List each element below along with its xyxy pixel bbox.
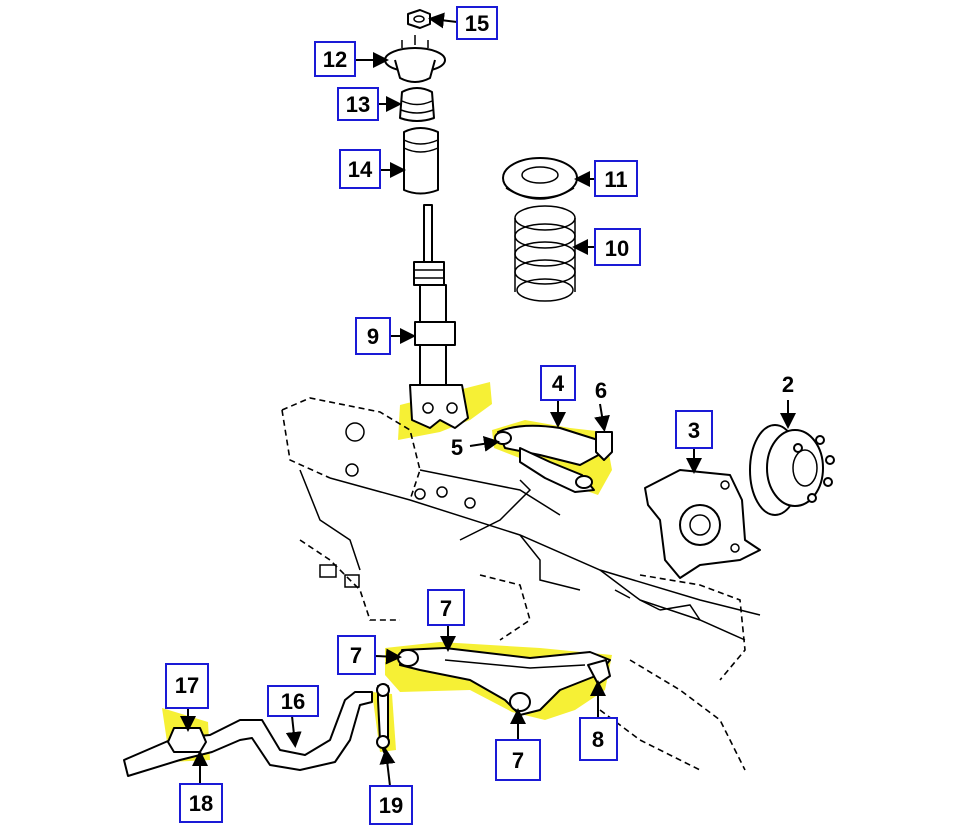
callout-7-lower: 7 — [495, 739, 541, 781]
callout-15-label: 15 — [465, 11, 489, 36]
strut-nut — [407, 9, 431, 29]
callout-15: 15 — [456, 6, 498, 40]
callout-12-label: 12 — [323, 47, 347, 72]
upper-control-arm — [494, 424, 613, 493]
callout-2-label: 3 — [688, 418, 700, 443]
stabilizer-bushing — [167, 727, 207, 753]
callout-18-label: 18 — [189, 791, 213, 816]
callout-14: 14 — [339, 149, 381, 189]
callout-17: 17 — [165, 663, 209, 709]
callout-7-upper: 7 — [337, 635, 376, 675]
callout-8: 8 — [579, 717, 618, 761]
shock-rod — [423, 204, 433, 266]
callouts: 15 12 13 14 11 10 9 — [165, 6, 794, 825]
callout-4-label: 5 — [451, 435, 463, 460]
callout-11-label: 11 — [604, 167, 627, 192]
callout-12: 12 — [314, 41, 356, 77]
callout-2: 3 — [675, 410, 713, 449]
callout-11: 11 — [594, 160, 638, 197]
callout-19-label: 19 — [379, 793, 403, 818]
steering-knuckle — [644, 469, 761, 579]
callout-5-label: 6 — [595, 378, 607, 403]
callout-14-label: 14 — [348, 157, 373, 182]
callout-17-label: 17 — [175, 673, 199, 698]
callout-6-label: 7 — [440, 596, 452, 621]
leader-lines — [180, 12, 796, 787]
callout-13-label: 13 — [346, 92, 370, 117]
shock-spring-seat — [413, 261, 445, 286]
vehicle-frame — [281, 397, 761, 771]
shock-clevis — [409, 384, 469, 429]
wheel-hub — [749, 424, 835, 516]
dust-boot — [403, 127, 439, 195]
callout-19: 19 — [369, 785, 413, 825]
callout-18: 18 — [179, 783, 223, 823]
ball-joint — [595, 431, 613, 461]
coil-spring-assembly — [502, 157, 578, 302]
callout-7-upper-label: 7 — [350, 643, 362, 668]
callout-3-label: 4 — [552, 371, 565, 396]
shock-bracket — [414, 321, 456, 346]
strut-assembly — [384, 9, 469, 429]
callout-3: 4 — [540, 365, 576, 401]
callout-9: 9 — [355, 317, 391, 355]
callout-10: 10 — [594, 228, 641, 266]
callout-9-label: 9 — [367, 324, 379, 349]
coil-spring — [514, 205, 576, 302]
callout-7-lower-label: 7 — [512, 748, 524, 773]
callout-8-label: 8 — [592, 727, 604, 752]
stabilizer-bar — [123, 691, 373, 777]
callout-16: 16 — [267, 685, 319, 717]
lower-control-arm — [397, 647, 611, 716]
stabilizer-bar-assembly — [123, 683, 390, 777]
callout-6: 7 — [427, 589, 465, 626]
callout-16-label: 16 — [281, 689, 305, 714]
callout-13: 13 — [337, 87, 379, 121]
callout-1-label: 2 — [782, 372, 794, 397]
callout-10-label: 10 — [605, 236, 629, 261]
